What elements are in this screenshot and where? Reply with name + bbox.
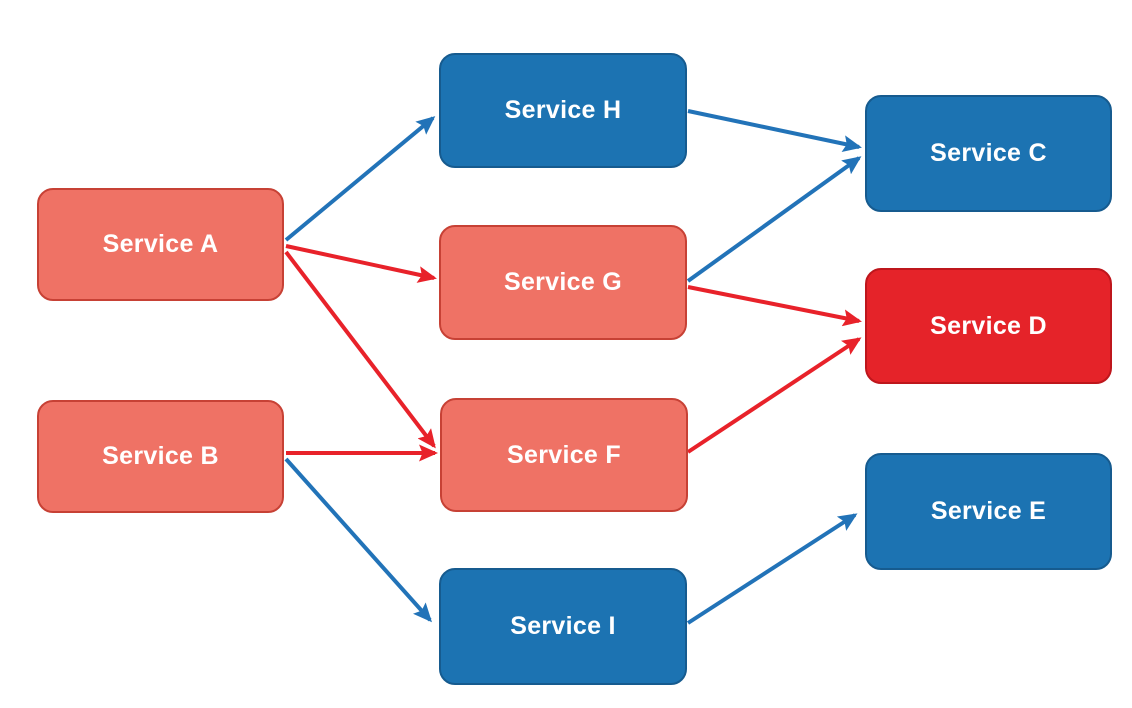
node-label-service-h: Service H [504, 96, 622, 124]
edge-service-i-to-service-e [686, 513, 858, 625]
node-label-service-a: Service A [102, 230, 219, 258]
edge-service-a-to-service-f [284, 250, 436, 449]
edge-service-h-to-service-c [687, 109, 862, 153]
node-label-service-b: Service B [102, 442, 219, 470]
node-service-c: Service C [865, 95, 1112, 212]
edge-service-b-to-service-i [284, 457, 432, 623]
node-service-f: Service F [440, 398, 688, 512]
edge-service-f-to-service-d [686, 337, 862, 454]
node-label-service-d: Service D [930, 311, 1047, 340]
node-label-service-c: Service C [930, 139, 1047, 167]
node-label-service-g: Service G [503, 268, 623, 296]
edge-service-a-to-service-g [285, 244, 437, 283]
node-service-h: Service H [439, 53, 687, 168]
node-label-service-e: Service E [930, 497, 1047, 525]
node-service-i: Service I [439, 568, 687, 685]
node-label-service-f: Service F [507, 440, 621, 469]
node-service-d: Service D [865, 268, 1112, 384]
node-service-e: Service E [865, 453, 1112, 570]
edge-service-a-to-service-h [284, 116, 436, 242]
node-label-service-i: Service I [510, 612, 616, 640]
edge-service-g-to-service-d [687, 285, 862, 327]
node-service-a: Service A [37, 188, 284, 301]
node-service-g: Service G [439, 225, 687, 340]
node-service-b: Service B [37, 400, 284, 513]
edge-service-g-to-service-c [686, 156, 862, 283]
